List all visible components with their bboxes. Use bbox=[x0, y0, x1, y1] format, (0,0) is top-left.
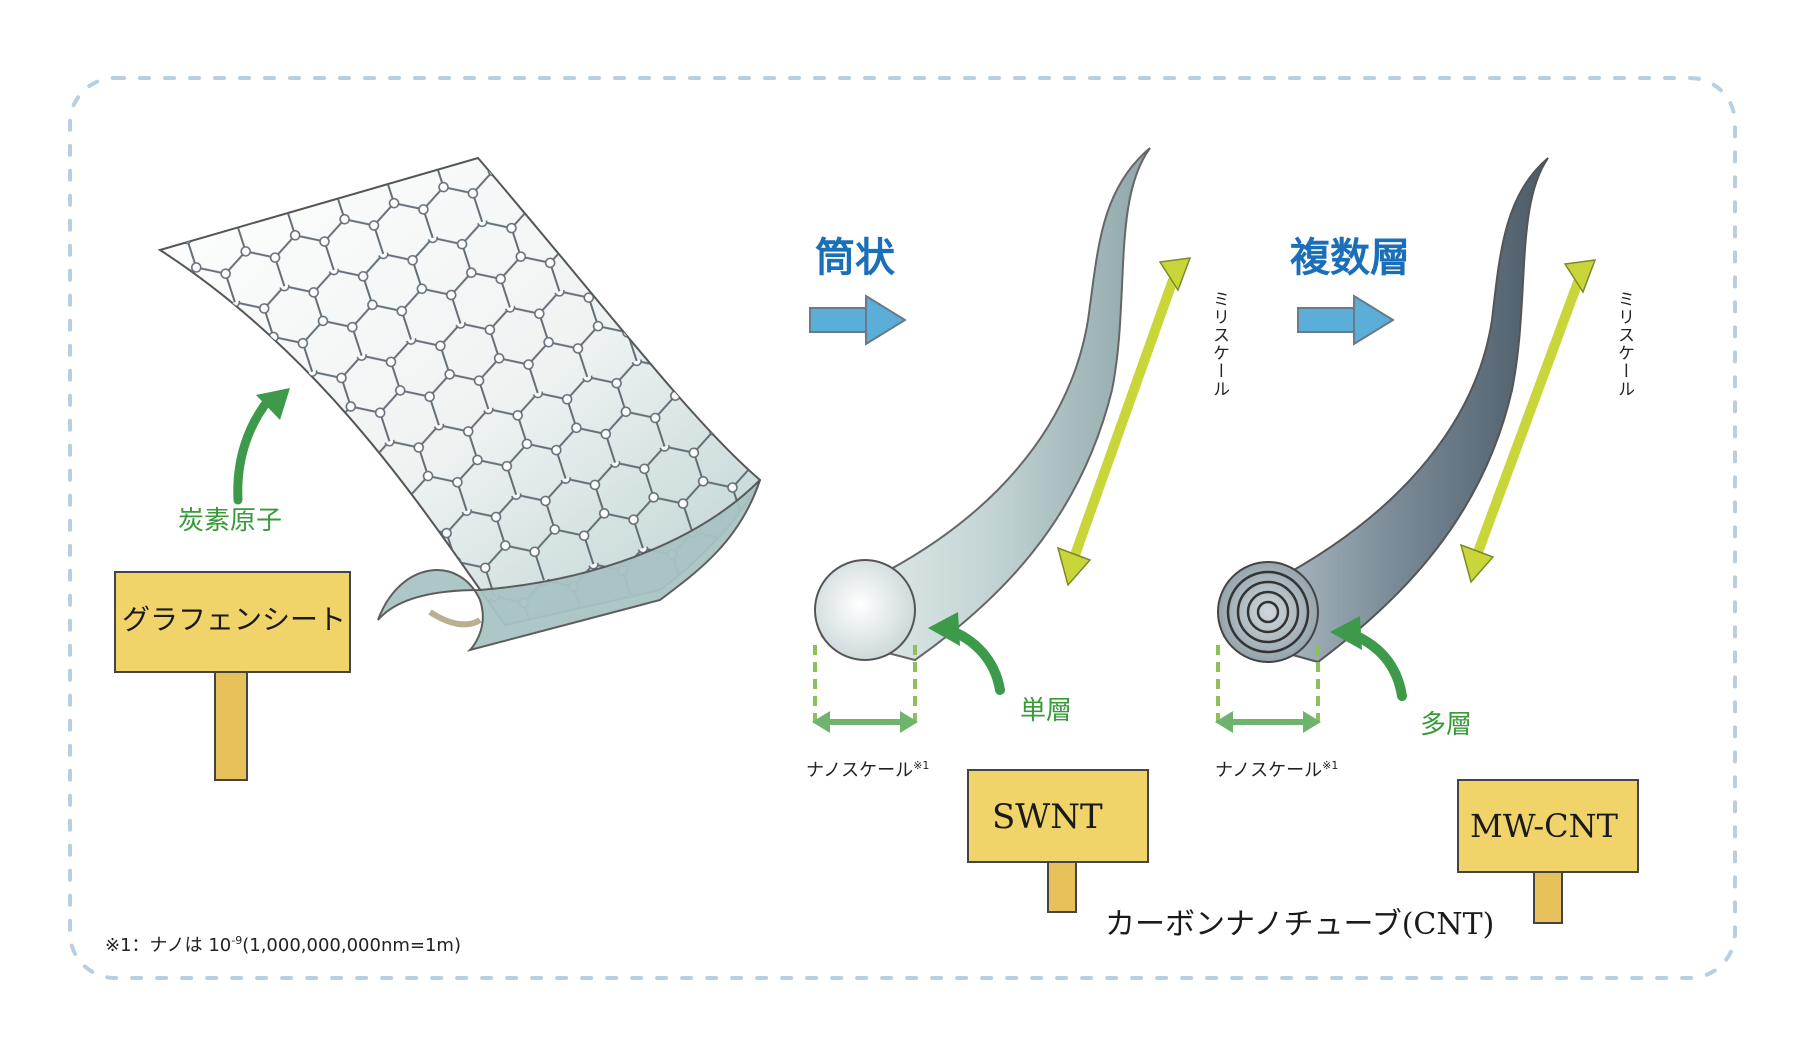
millimeter-scale-label-1: ミリスケール bbox=[1209, 290, 1229, 398]
nanoscale-text-1: ナノスケール bbox=[806, 760, 914, 781]
nanoscale-label-1: ナノスケール※1 bbox=[806, 760, 929, 780]
footnote-exponent: -9 bbox=[231, 934, 243, 947]
graphene-sign bbox=[114, 571, 351, 781]
mm-scale-arrow-icon-2 bbox=[1459, 259, 1597, 584]
nanoscale-label-2: ナノスケール※1 bbox=[1215, 760, 1338, 780]
footnote-suffix: (1,000,000,000nm=1m) bbox=[242, 935, 461, 956]
carbon-atom-label: 炭素原子 bbox=[178, 506, 283, 536]
single-layer-arrow-icon bbox=[928, 612, 1005, 695]
swnt-sign bbox=[967, 769, 1149, 913]
carbon-arrow-head-icon bbox=[256, 388, 290, 420]
cnt-caption: カーボンナノチューブ(CNT) bbox=[1105, 907, 1495, 942]
multi-layer-arrow-icon bbox=[1330, 616, 1407, 701]
nanoscale-marker-1 bbox=[812, 645, 918, 733]
footnote-mark-1: ※1 bbox=[913, 759, 930, 772]
right-arrow-icon-1 bbox=[809, 294, 907, 346]
mm-scale-arrow-icon-1 bbox=[1056, 257, 1192, 587]
multi-layer-label: 多層 bbox=[1420, 710, 1473, 740]
single-layer-label: 単層 bbox=[1020, 696, 1073, 726]
swnt-tube-illustration bbox=[814, 147, 1151, 662]
swnt-label: SWNT bbox=[992, 797, 1103, 837]
mwcnt-sign bbox=[1457, 779, 1639, 924]
footnote: ※1：ナノは 10-9(1,000,000,000nm=1m) bbox=[105, 935, 461, 955]
dashed-frame bbox=[68, 76, 1737, 980]
mwcnt-tube-illustration bbox=[1217, 157, 1549, 664]
graphene-sheet-label: グラフェンシート bbox=[122, 603, 347, 636]
footnote-mark-2: ※1 bbox=[1322, 759, 1339, 772]
tubular-heading: 筒状 bbox=[815, 235, 895, 281]
right-arrow-icon-2 bbox=[1297, 294, 1395, 346]
carbon-arrow-icon bbox=[233, 393, 275, 505]
millimeter-scale-label-2: ミリスケール bbox=[1614, 290, 1634, 398]
multilayer-heading: 複数層 bbox=[1290, 235, 1410, 281]
footnote-prefix: ※1：ナノは 10 bbox=[105, 935, 232, 956]
nanoscale-marker-2 bbox=[1215, 645, 1321, 733]
mwcnt-label: MW-CNT bbox=[1470, 807, 1618, 845]
nanoscale-text-2: ナノスケール bbox=[1215, 760, 1323, 781]
